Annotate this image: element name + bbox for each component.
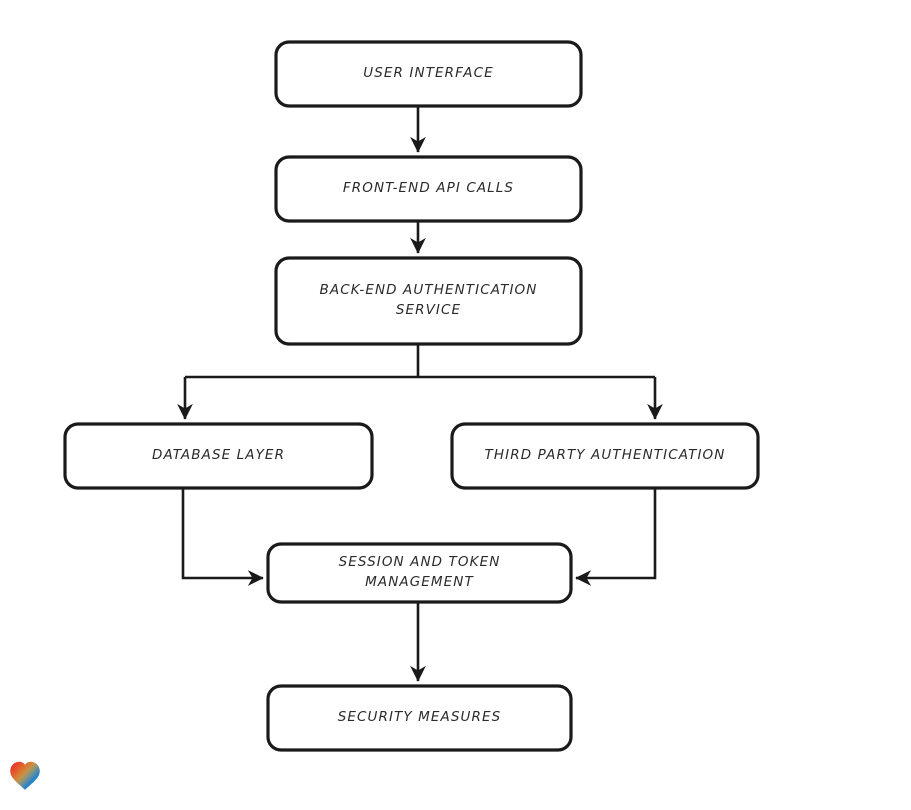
node-group	[63, 40, 760, 752]
node-database-layer[interactable]	[63, 422, 374, 490]
edge-database-to-session	[181, 488, 264, 586]
node-session-and-token-management[interactable]	[266, 542, 573, 604]
node-user-interface[interactable]	[274, 40, 583, 108]
node-third-party-authentication[interactable]	[450, 422, 760, 490]
node-front-end-api-calls[interactable]	[274, 155, 583, 223]
node-security-measures[interactable]	[266, 684, 573, 752]
edge-thirdparty-to-session	[575, 488, 657, 586]
edge-group	[177, 106, 663, 682]
heart-icon	[10, 761, 40, 790]
node-back-end-authentication-service[interactable]	[274, 256, 583, 346]
